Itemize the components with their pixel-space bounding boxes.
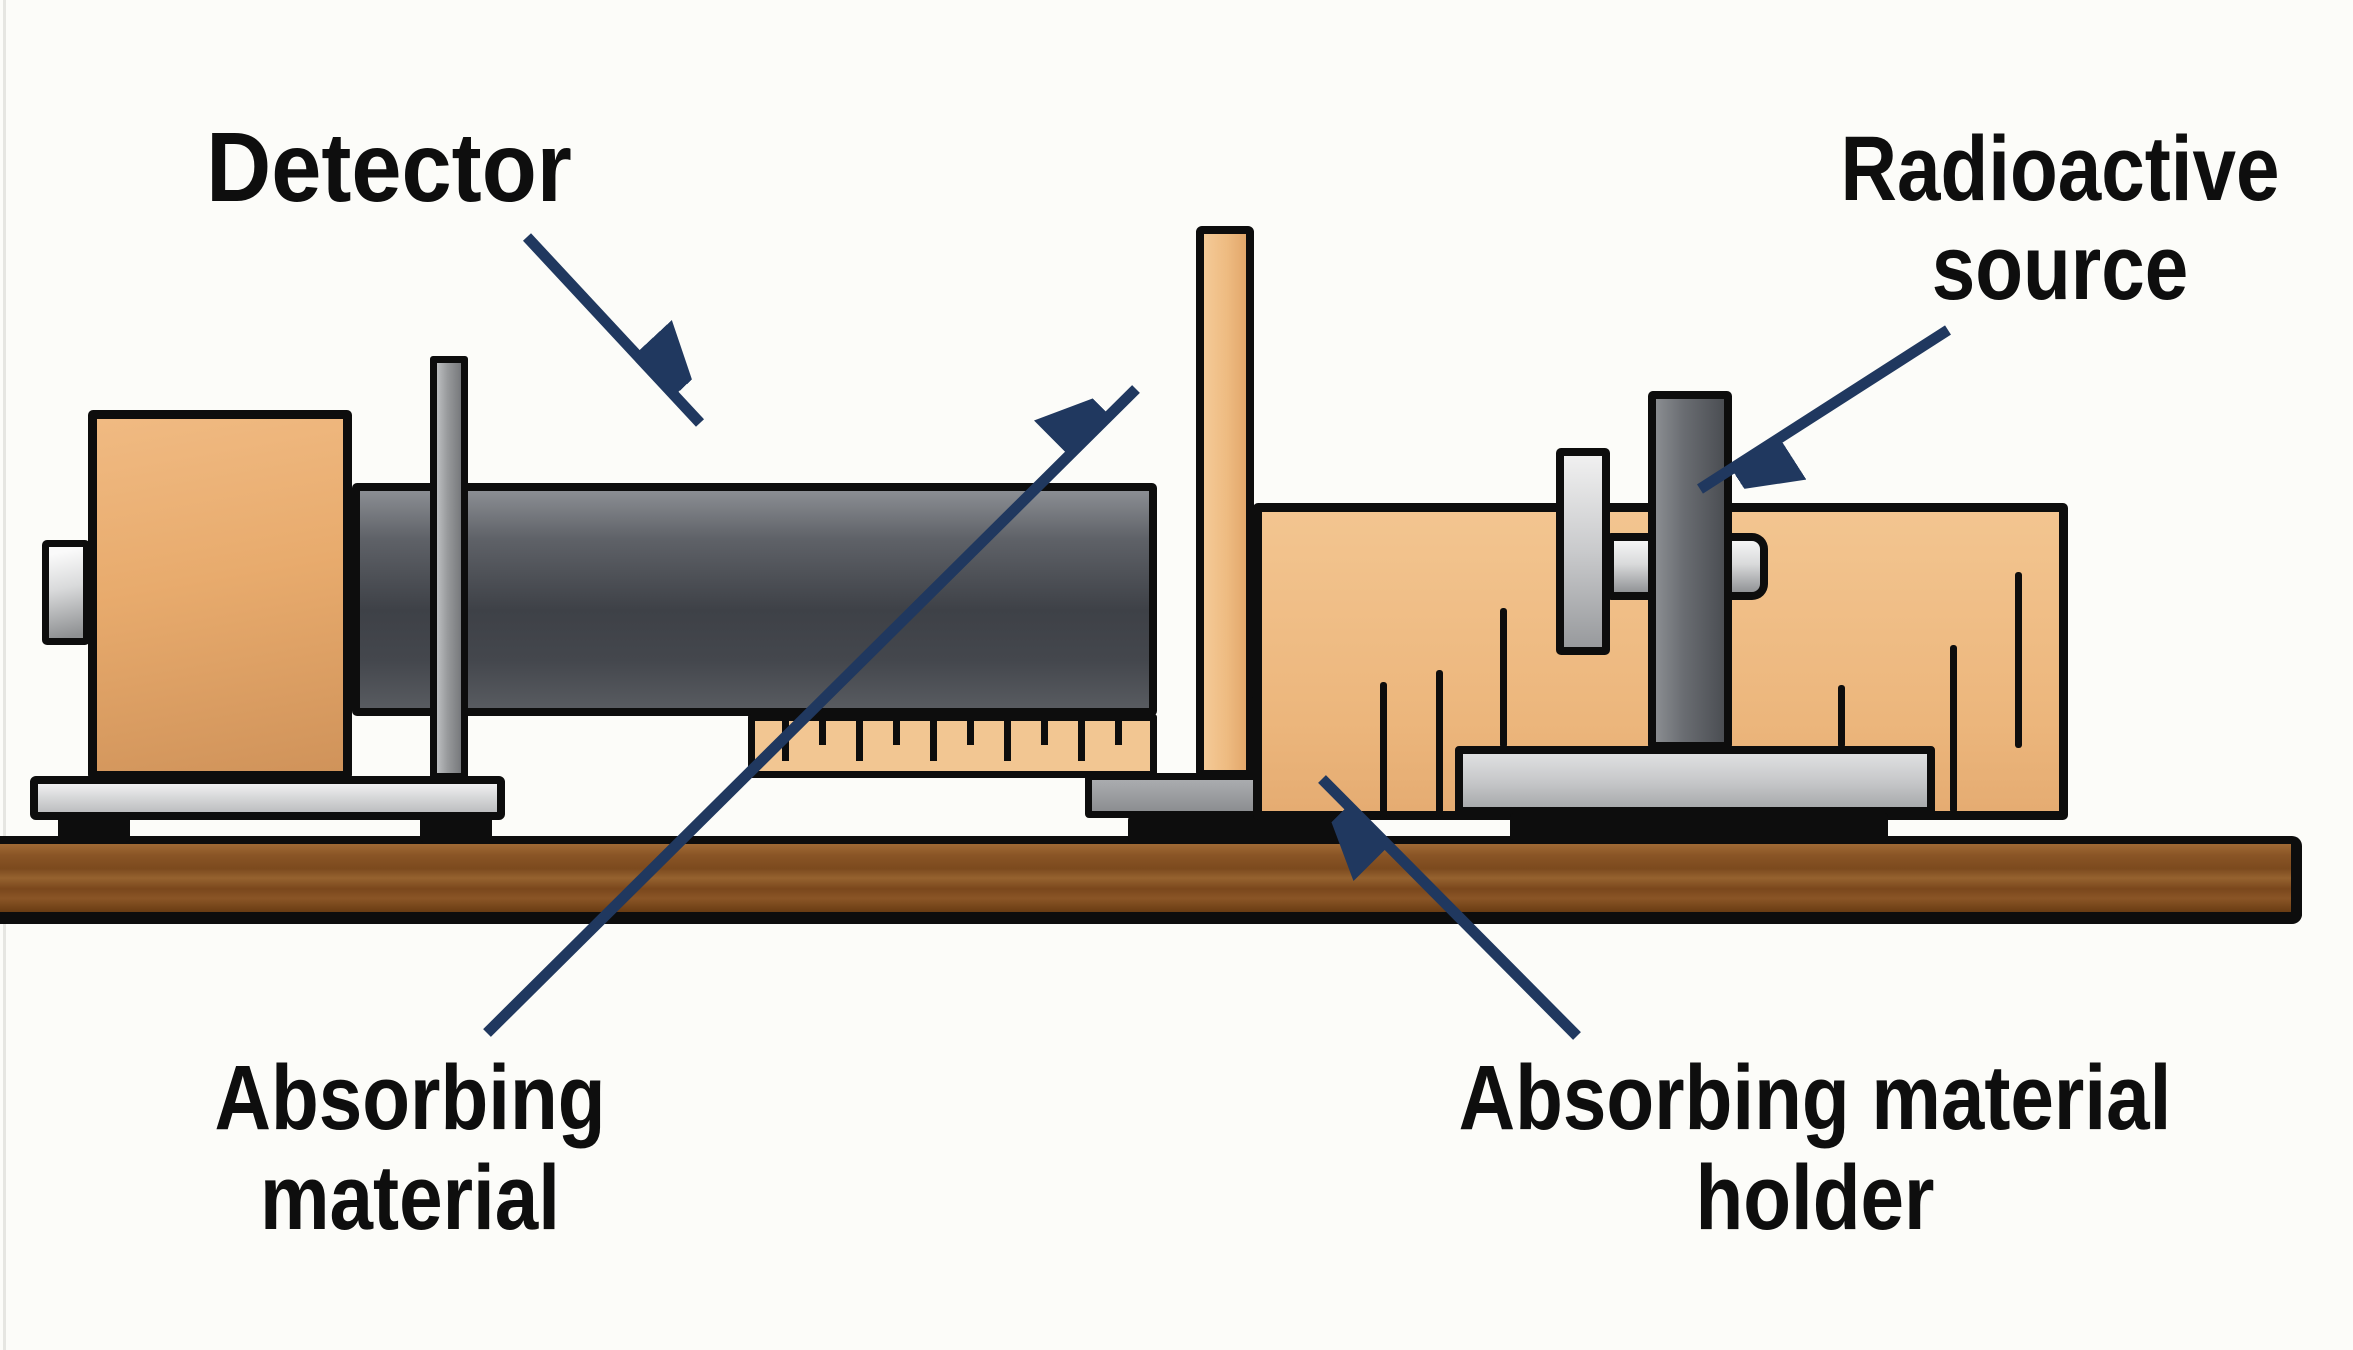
ruler-tick (856, 721, 863, 761)
holder-base-foot (1128, 816, 1340, 842)
bench (0, 836, 2302, 924)
holder-label-line2: holder (1695, 1147, 1935, 1249)
ruler (748, 714, 1157, 778)
absorbing-material-holder-label: Absorbing material holder (1390, 1048, 2240, 1248)
ruler-tick (930, 721, 937, 761)
detector-stand-post (430, 356, 468, 780)
detector-label-text: Detector (206, 112, 572, 222)
image-edge-artifact (3, 0, 6, 1350)
source-block-slot (1436, 670, 1443, 818)
source-front-plate (1556, 448, 1610, 655)
detector-base-foot-right (420, 816, 492, 842)
holder-label-line1: Absorbing material (1458, 1047, 2172, 1149)
source-block-slot (1500, 608, 1507, 748)
radioactive-source-arrow (1697, 325, 1951, 489)
detector-arrow (522, 233, 700, 427)
ruler-tick (893, 721, 900, 745)
ruler-tick (1004, 721, 1011, 761)
detector-window-knob (42, 540, 90, 645)
source-block-slot (2015, 572, 2022, 748)
ruler-tick (819, 721, 826, 745)
ruler-tick (967, 721, 974, 745)
source-block-slot (1838, 685, 1845, 748)
absorbing-material-label: Absorbing material (70, 1048, 750, 1248)
absorbing-material-label-line2: material (260, 1147, 560, 1249)
source-base-foot (1510, 813, 1888, 840)
radioactive-source-label-line1: Radioactive (1840, 118, 2280, 220)
source-block-slot (1950, 645, 1957, 813)
source-base (1455, 746, 1935, 815)
detector-box (88, 410, 352, 780)
ruler-tick (782, 721, 789, 761)
absorbing-material-plate (1196, 226, 1254, 778)
absorbing-material-label-line1: Absorbing (214, 1047, 606, 1149)
ruler-tick (1041, 721, 1048, 745)
source-block-slot (1380, 682, 1387, 818)
detector-label: Detector (21, 118, 757, 216)
detector-base-foot-left (58, 816, 130, 842)
radioactive-source-post (1648, 391, 1732, 750)
detector-tube (352, 483, 1157, 716)
detector-base (30, 776, 505, 820)
radioactive-source-label: Radioactive source (1720, 120, 2353, 318)
radioactive-source-label-line2: source (1931, 217, 2189, 319)
ruler-tick (1078, 721, 1085, 761)
ruler-tick (1115, 721, 1122, 745)
